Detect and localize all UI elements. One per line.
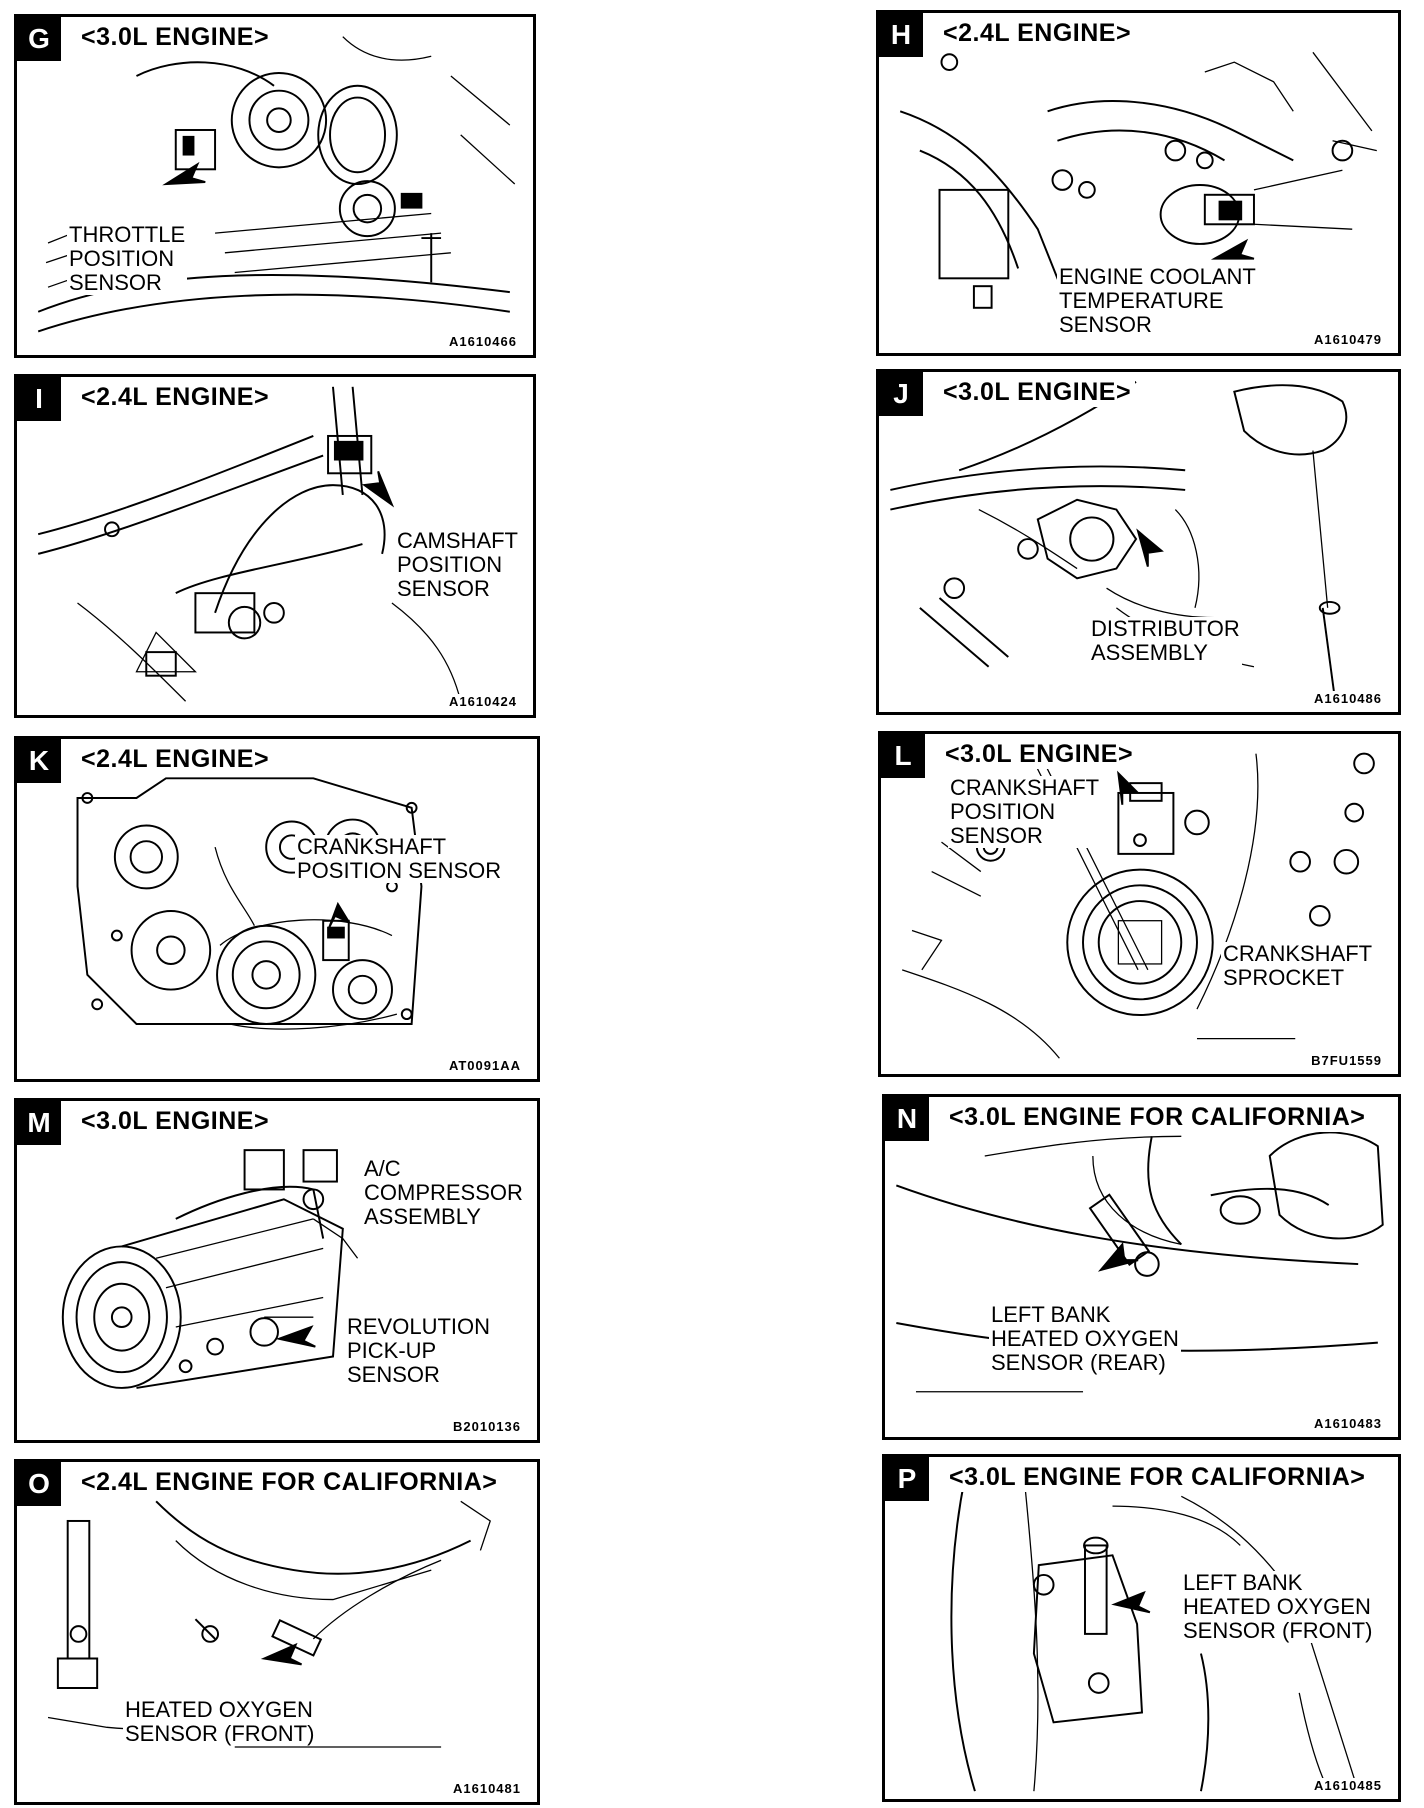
crankshaft-sensor-2-4l-illustration [76,777,423,1030]
panel-title: <3.0L ENGINE> [939,378,1136,407]
rear-oxygen-sensor-illustration [895,1131,1384,1393]
panel-letter-badge: J [879,372,923,416]
figure-code: A1610481 [451,1781,523,1796]
panel-title: <2.4L ENGINE FOR CALIFORNIA> [77,1468,502,1497]
panel-letter-badge: O [17,1462,61,1506]
panel-p: P <3.0L ENGINE FOR CALIFORNIA> LEFT BANK… [882,1454,1401,1802]
distributor-illustration [890,381,1348,697]
figure-code: B7FU1559 [1309,1053,1384,1068]
panel-n: N <3.0L ENGINE FOR CALIFORNIA> LEFT BANK… [882,1094,1401,1440]
panel-title: <3.0L ENGINE FOR CALIFORNIA> [945,1103,1370,1132]
front-oxygen-sensor-3-0l-illustration [950,1476,1359,1792]
panel-title: <3.0L ENGINE> [941,740,1138,769]
figure-code: A1610424 [447,694,519,709]
figure-code: A1610479 [1312,332,1384,347]
panel-letter-badge: M [17,1101,61,1145]
front-oxygen-sensor-2-4l-illustration [47,1500,491,1748]
panel-title: <2.4L ENGINE> [77,383,274,412]
figure-code: A1610486 [1312,691,1384,706]
panel-letter-badge: N [885,1097,929,1141]
panel-title: <2.4L ENGINE> [77,745,274,774]
panel-title: <3.0L ENGINE> [77,23,274,52]
panel-title: <2.4L ENGINE> [939,19,1136,48]
panel-letter-badge: P [885,1457,929,1501]
panel-letter-badge: I [17,377,61,421]
throttle-body-illustration [37,36,516,333]
panel-letter-badge: K [17,739,61,783]
figure-code: B2010136 [451,1419,523,1434]
figure-code: AT0091AA [446,1058,523,1073]
panel-o: O <2.4L ENGINE FOR CALIFORNIA> HEATED OX… [14,1459,540,1805]
panel-letter-badge: L [881,734,925,778]
figure-code: A1610466 [447,334,519,349]
ac-compressor-illustration [61,1149,359,1389]
panel-title: <3.0L ENGINE> [77,1107,274,1136]
coolant-sensor-illustration [899,51,1377,328]
figure-code: A1610483 [1312,1416,1384,1431]
panel-letter-badge: G [17,17,61,61]
camshaft-sensor-illustration [37,386,462,702]
panel-letter-badge: H [879,13,923,57]
panel-title: <3.0L ENGINE FOR CALIFORNIA> [945,1463,1370,1492]
figure-code: A1610485 [1312,1778,1384,1793]
